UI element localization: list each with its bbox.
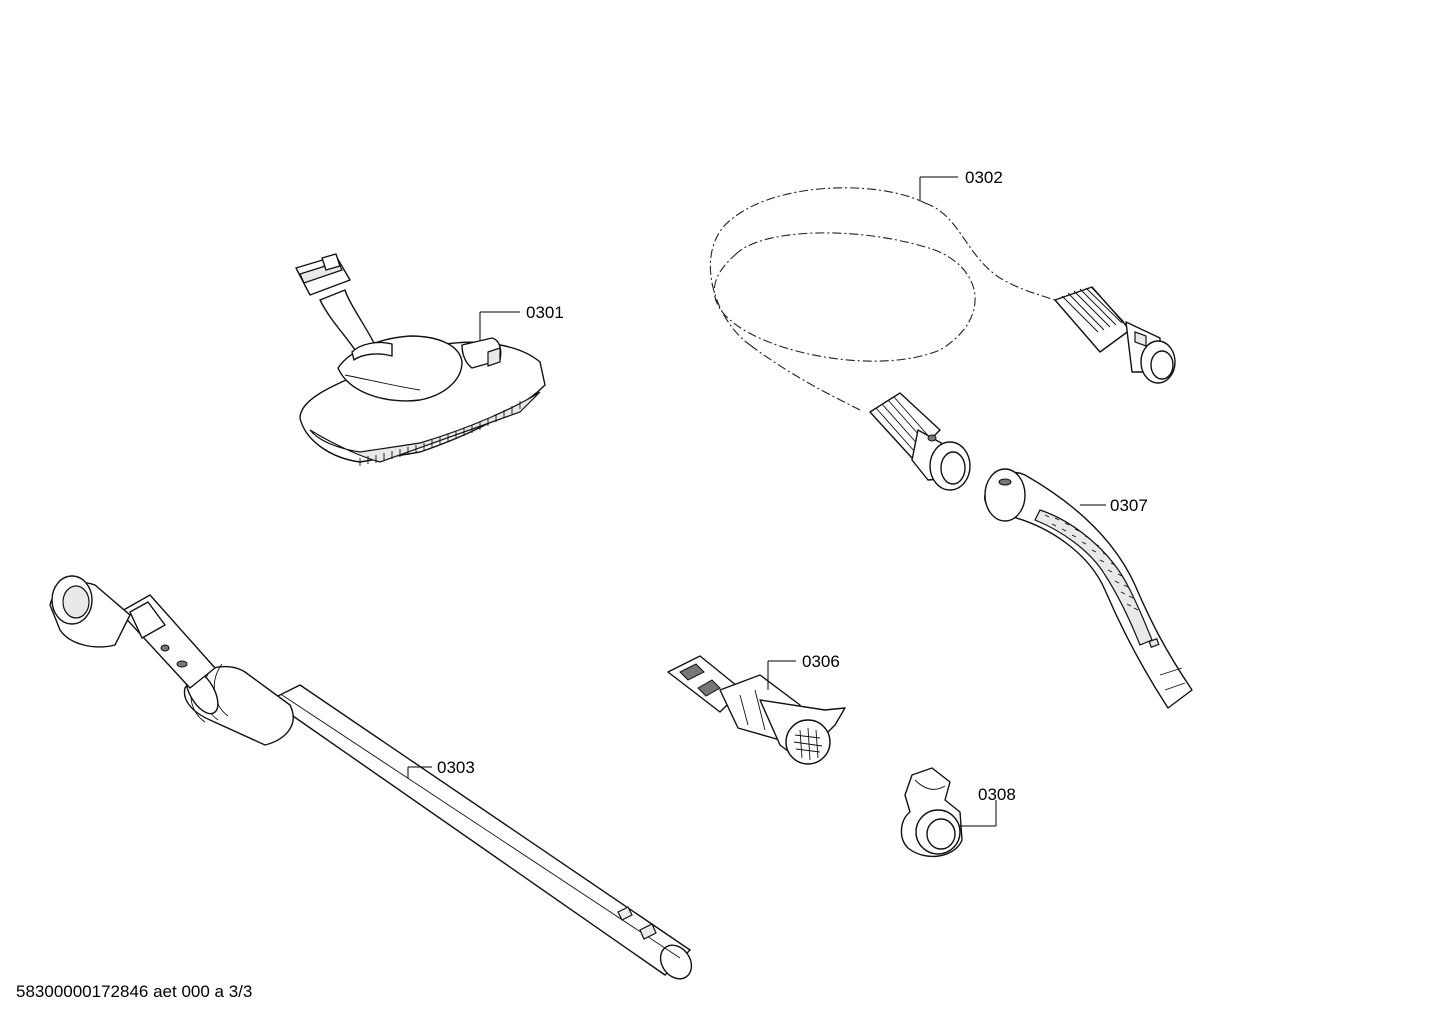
callout-0301: 0301 <box>526 303 564 322</box>
part-0306-crevice-tool <box>667 655 846 765</box>
part-0308-clip <box>900 767 963 858</box>
part-0307-handle <box>984 468 1193 709</box>
part-0302-hose <box>709 187 1176 491</box>
callout-0306: 0306 <box>802 652 840 671</box>
callout-0307: 0307 <box>1110 496 1148 515</box>
callout-0303: 0303 <box>437 758 475 777</box>
callout-0302: 0302 <box>965 168 1003 187</box>
drawing-reference: 58300000172846 aet 000 a 3/3 <box>16 982 253 1001</box>
callout-0308: 0308 <box>978 785 1016 804</box>
part-0301-floor-nozzle <box>295 253 546 466</box>
part-0303-telescopic-tube <box>49 575 693 980</box>
